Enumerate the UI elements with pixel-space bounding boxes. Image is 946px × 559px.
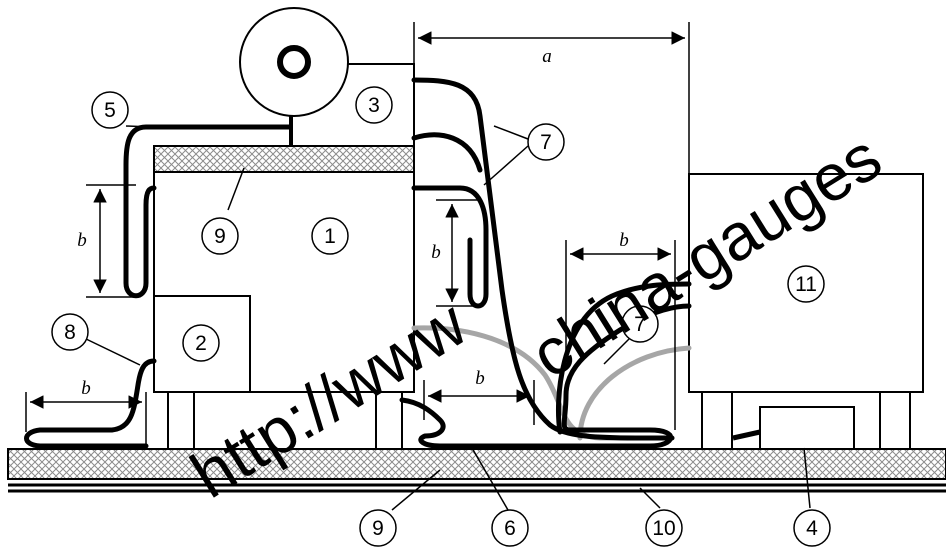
callout-9-bottom: 9 [359, 509, 397, 547]
callout-1: 1 [311, 217, 349, 255]
top-insulating-support [153, 145, 415, 173]
callout-3-circle [355, 86, 393, 124]
callout-9b-label: 9 [372, 517, 384, 540]
callout-9a-circle [201, 217, 239, 255]
eut-assembly [153, 7, 415, 450]
callout-8: 8 [51, 313, 89, 351]
leader-9-bottom [391, 469, 441, 511]
dimension-lines [25, 22, 690, 446]
dim-b-top-right-label: b [619, 230, 629, 251]
callout-5-label: 5 [104, 99, 116, 122]
leader-7b [603, 337, 631, 365]
line-impedance-network-box [759, 406, 855, 450]
gray-cable-right [577, 345, 692, 441]
callout-9b-circle [359, 509, 397, 547]
callout-7b-label: 7 [634, 313, 646, 336]
leader-7a-2 [483, 145, 529, 186]
callout-8-label: 8 [64, 321, 76, 344]
callout-1-label: 1 [324, 225, 336, 248]
table-leg-2 [375, 391, 403, 450]
callout-4-label: 4 [806, 517, 818, 540]
callout-5: 5 [91, 91, 129, 129]
callout-9a-label: 9 [214, 225, 226, 248]
cable-reel-hub-icon [277, 45, 311, 79]
leader-8 [83, 337, 141, 366]
callout-2-label: 2 [195, 332, 207, 355]
leader-7a-1 [493, 125, 529, 140]
dim-b-bottom-mid-label: b [475, 368, 485, 389]
table-leg-1 [167, 391, 195, 450]
ground-insulation-layer [7, 448, 946, 480]
callout-10: 10 [645, 509, 683, 547]
leader-4 [803, 447, 811, 509]
callout-6: 6 [491, 509, 529, 547]
callout-6-label: 6 [504, 517, 516, 540]
callout-11-circle [787, 265, 825, 303]
callout-7a-label: 7 [540, 131, 552, 154]
cable-5-loop [123, 124, 293, 299]
ground-plane [7, 448, 946, 493]
callout-7b-circle [621, 305, 659, 343]
dim-a-label: a [542, 46, 552, 67]
callout-leaders [83, 125, 811, 511]
callout-11-label: 11 [795, 273, 817, 296]
cable-7-upper-bend [411, 132, 483, 173]
leader-10 [639, 487, 661, 509]
callout-4: 4 [793, 509, 831, 547]
cable-6-floor-loop [399, 303, 692, 449]
callout-1-circle [311, 217, 349, 255]
callout-9-top: 9 [201, 217, 239, 255]
callout-7a-circle [527, 123, 565, 161]
callout-10-circle [645, 509, 683, 547]
callout-2: 2 [182, 324, 220, 362]
leader-9-top [227, 167, 245, 211]
dim-b-left-label: b [77, 230, 87, 251]
black-cables [24, 77, 692, 449]
callout-11: 11 [787, 265, 825, 303]
cable-7-right-connection [556, 281, 692, 435]
cable-right-vertical-loop [411, 185, 489, 309]
table-leg-4 [879, 391, 911, 450]
cable-7-main [411, 77, 675, 441]
cable-reel-icon [239, 7, 349, 117]
callout-3: 3 [355, 86, 393, 124]
dim-b-mid-label: b [431, 242, 441, 263]
callout-5-circle [91, 91, 129, 129]
dimension-labels: a b b b b b [77, 46, 629, 399]
callout-7-lower: 7 [621, 305, 659, 343]
callout-8-circle [51, 313, 89, 351]
callout-10-label: 10 [652, 517, 675, 540]
leader-6 [471, 447, 509, 511]
dim-b-bottom-left-label: b [81, 378, 91, 399]
callout-7-upper: 7 [527, 123, 565, 161]
callouts: 1 2 3 4 5 6 7 7 [51, 86, 831, 547]
table-leg-3 [701, 391, 733, 450]
leader-5 [125, 125, 153, 128]
callout-2-circle [182, 324, 220, 362]
cable-8-bundle [24, 358, 157, 449]
callout-6-circle [491, 509, 529, 547]
callout-3-label: 3 [368, 94, 380, 117]
callout-4-circle [793, 509, 831, 547]
network-connection-cable [732, 429, 761, 441]
